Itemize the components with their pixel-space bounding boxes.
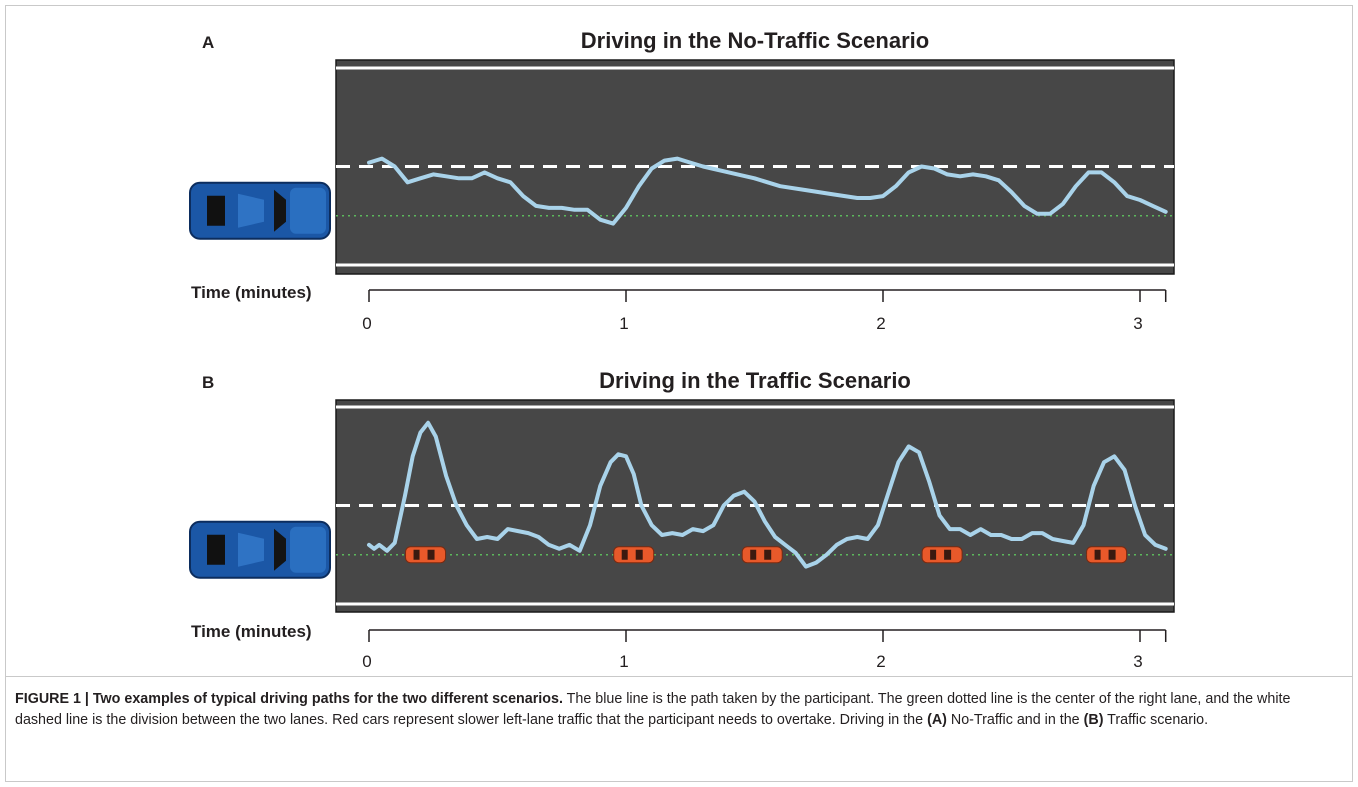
caption-body-1: The blue line is the path taken by the p… — [15, 691, 1291, 728]
panel-a-xlabel: Time (minutes) — [191, 283, 312, 302]
panel-a-tick-2: 2 — [876, 314, 886, 333]
caption-rule — [5, 676, 1353, 677]
car-rear-window — [207, 195, 225, 226]
panel-a-participant-path — [367, 156, 1168, 226]
car-hood — [290, 187, 326, 234]
panel-b-tick-0: 0 — [362, 652, 372, 671]
car-windshield — [274, 189, 286, 232]
caption-lead: FIGURE 1 | Two examples of typical drivi… — [15, 691, 563, 707]
figure-caption: FIGURE 1 | Two examples of typical drivi… — [15, 689, 1340, 731]
panel-a-participant-car-icon — [189, 181, 331, 240]
car-roof — [238, 193, 264, 228]
panel-a-tick-1: 1 — [619, 314, 629, 333]
panel-b-tick-1: 1 — [619, 652, 629, 671]
panel-b-letter: B — [202, 373, 215, 392]
caption-ref-b: (B) — [1083, 712, 1104, 728]
figure-frame — [5, 5, 1353, 782]
panel-b-xlabel: Time (minutes) — [191, 622, 312, 641]
caption-body-2: No-Traffic and in the — [946, 712, 1084, 728]
panel-a-title: Driving in the No-Traffic Scenario — [580, 28, 930, 53]
panel-b-title: Driving in the Traffic Scenario — [599, 368, 911, 393]
panel-a-letter: A — [202, 33, 215, 52]
panel-b-tick-3: 3 — [1133, 652, 1143, 671]
panel-b-tick-2: 2 — [876, 652, 886, 671]
panel-a-tick-3: 3 — [1133, 314, 1143, 333]
caption-ref-a: (A) — [927, 712, 947, 728]
caption-body-3: Traffic scenario. — [1103, 712, 1209, 728]
panel-a-tick-0: 0 — [362, 314, 372, 333]
